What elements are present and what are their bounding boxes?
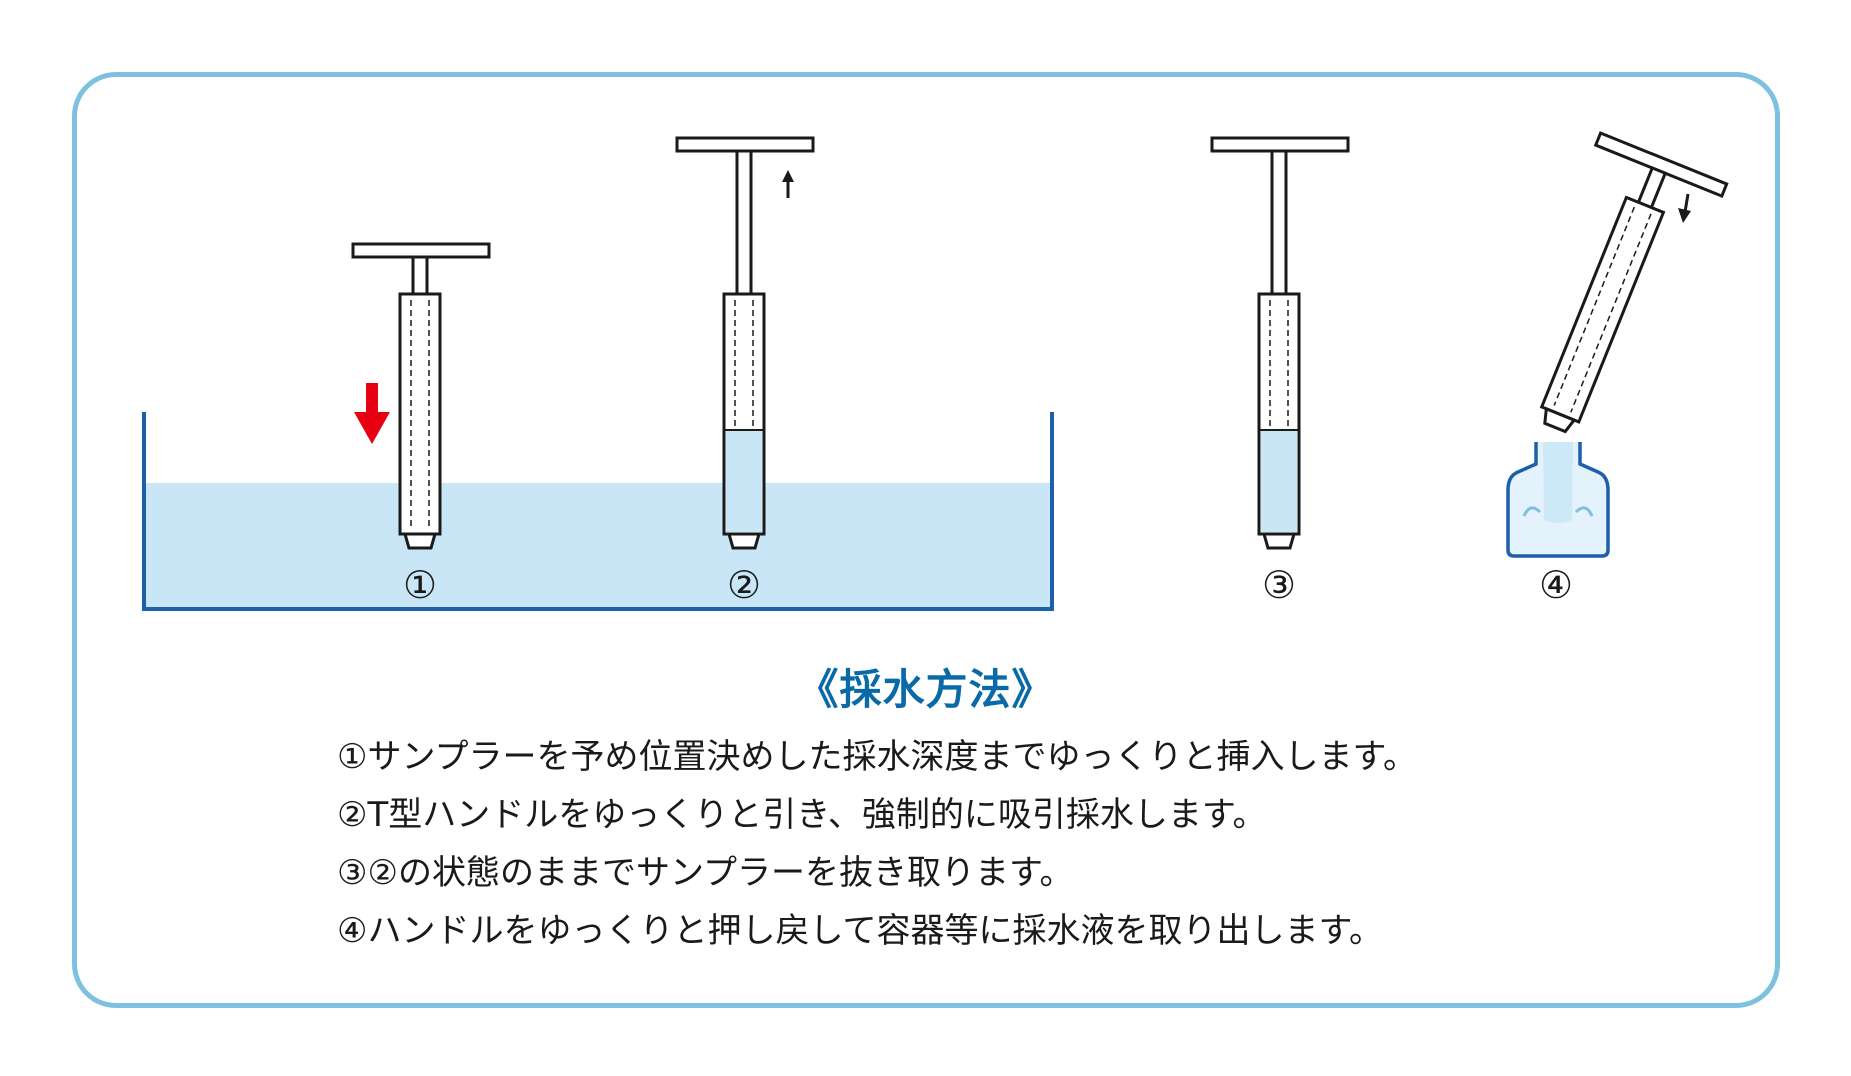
step-text-1: ①サンプラーを予め位置決めした採水深度までゆっくりと挿入します。 — [337, 737, 1418, 777]
step-text-2: ②T型ハンドルをゆっくりと引き、強制的に吸引採水します。 — [337, 795, 1267, 835]
step-list: ①サンプラーを予め位置決めした採水深度までゆっくりと挿入します。 ②T型ハンドル… — [337, 728, 1417, 960]
sampler-4 — [1539, 131, 1729, 434]
collection-bottle — [1506, 442, 1610, 558]
step-text-3: ③②の状態のままでサンプラーを抜き取ります。 — [337, 853, 1074, 893]
step-label-3: ③ — [1262, 563, 1296, 607]
rounded-frame — [72, 72, 1780, 1008]
method-title: 《採水方法》 — [796, 665, 1055, 714]
up-arrow-icon — [782, 170, 794, 198]
step-label-1: ① — [403, 563, 437, 607]
tank-water — [144, 483, 1052, 609]
water-tank — [142, 412, 1054, 611]
step-label-2: ② — [727, 563, 761, 607]
sampler-1 — [351, 242, 491, 550]
sampler-3 — [1210, 136, 1350, 550]
step-text-4: ④ハンドルをゆっくりと押し戻して容器等に採水液を取り出します。 — [337, 911, 1384, 951]
tank-wall — [142, 412, 1054, 611]
step-label-4: ④ — [1539, 563, 1573, 607]
down-arrow-icon — [354, 383, 390, 444]
tilt-arrow-icon — [1678, 193, 1691, 223]
sampler-2 — [675, 136, 815, 550]
